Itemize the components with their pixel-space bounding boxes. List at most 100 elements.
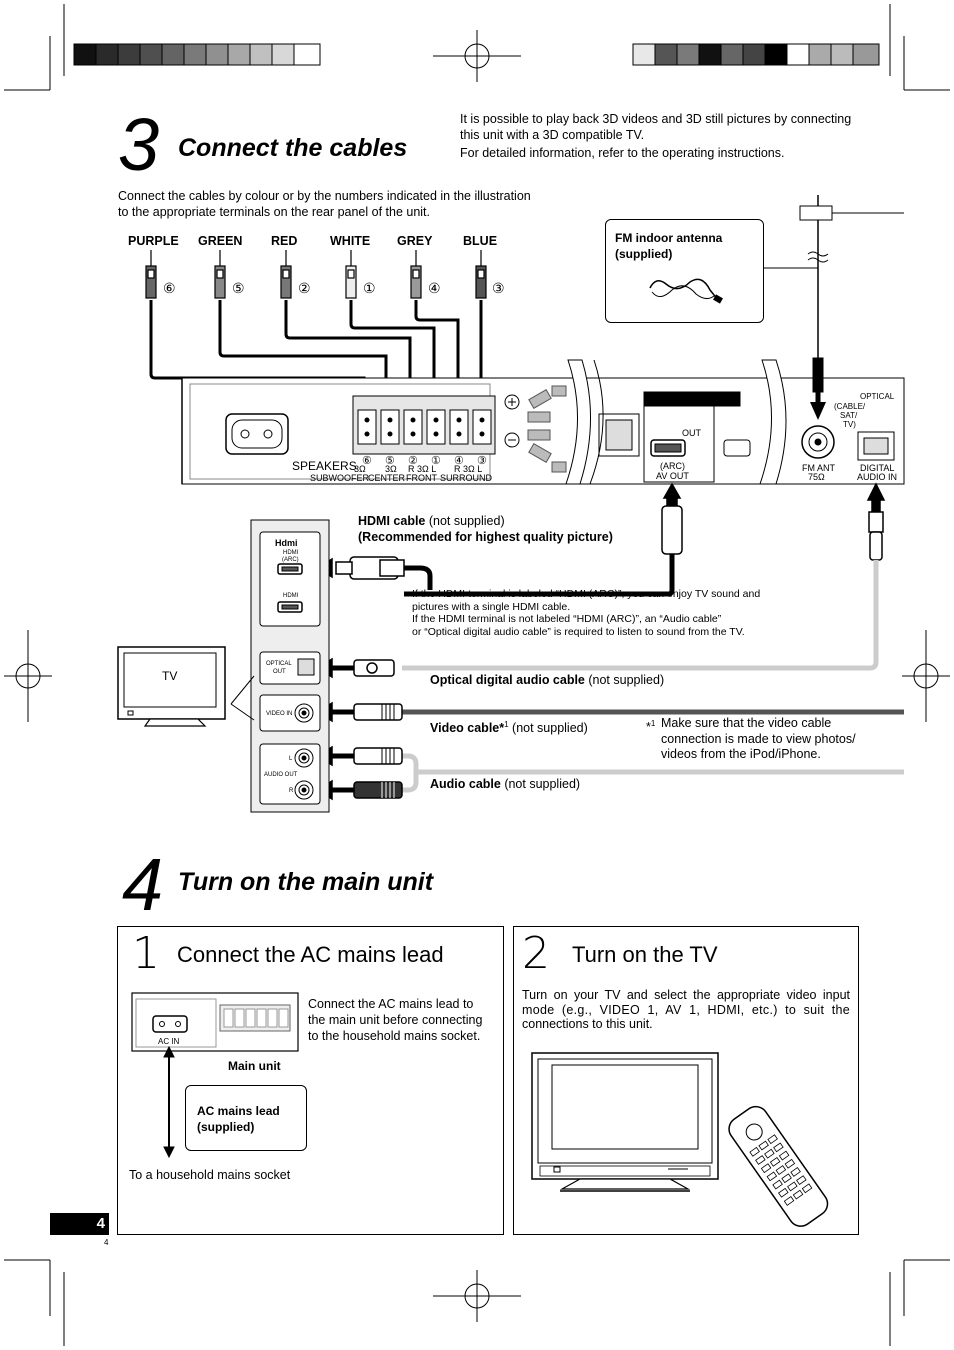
fm-antenna-box: FM indoor antenna (supplied): [605, 219, 764, 323]
cable-label-green: GREEN: [198, 234, 243, 248]
sub1-text-line: to the household mains socket.: [308, 1029, 481, 1043]
cable-number: ③: [492, 280, 505, 296]
hdmi-recommend: (Recommended for highest quality picture…: [358, 530, 613, 544]
sub2-text-line: Turn on your TV and select the appropria…: [522, 988, 850, 1002]
rear-audio-in: AUDIO IN: [857, 472, 897, 482]
tv-r: R: [289, 788, 294, 794]
sub-step-2-title: Turn on the TV: [572, 942, 718, 967]
main-unit-label: Main unit: [228, 1059, 281, 1073]
tv-hdmi-logo: Hdmi: [275, 538, 298, 548]
rear-num: ②: [408, 455, 418, 467]
rear-num: ⑤: [385, 455, 395, 467]
sub1-text-line: the main unit before connecting: [308, 1013, 483, 1027]
speaker-plug-green: [214, 250, 226, 299]
hdmi-info: If the HDMI terminal is labeled “HDMI (A…: [412, 588, 760, 638]
rear-num: ⑥: [362, 455, 372, 467]
rear-surround: SURROUND: [440, 473, 493, 483]
rear-num: ①: [431, 455, 441, 467]
audio-cable-caption: Audio cable (not supplied): [430, 777, 580, 793]
cable-number: ⑥: [163, 280, 176, 296]
sub-step-1-number: 1: [132, 928, 160, 979]
rear-av-out: AV OUT: [656, 471, 689, 481]
rear-num: ④: [454, 455, 464, 467]
step-3-title: Connect the cables: [178, 134, 408, 162]
cable-label-purple: PURPLE: [128, 234, 179, 248]
footnote-mark: *: [646, 720, 651, 735]
video-cable-sup: 1: [504, 720, 509, 729]
tv-and-remote-illustration: [531, 1052, 829, 1227]
tv-hdmi-arc-2: (ARC): [282, 557, 299, 563]
footnote-sup: 1: [650, 719, 656, 728]
ac-in-label: AC IN: [158, 1037, 180, 1046]
cable-label-red: RED: [271, 234, 298, 248]
tv-video-in: VIDEO IN: [266, 711, 292, 717]
sub1-text-line: Connect the AC mains lead to: [308, 997, 474, 1011]
intro-line: Connect the cables by colour or by the n…: [118, 189, 531, 203]
household-socket-label: To a household mains socket: [129, 1168, 291, 1182]
hdmi-info-line: or “Optical digital audio cable” is requ…: [412, 625, 745, 638]
sub-step-2-number: 2: [522, 928, 550, 979]
tv-optical-out-2: OUT: [273, 669, 286, 675]
note-3d-line: this unit with a 3D compatible TV.: [460, 127, 645, 142]
speaker-plug-purple: [145, 250, 157, 299]
rear-tv: TV): [843, 420, 856, 429]
cable-number: ④: [428, 280, 441, 296]
audio-cable-name: Audio cable: [430, 777, 501, 791]
ac-lead-label: AC mains lead (supplied): [197, 1103, 280, 1135]
fm-antenna-wire-icon: [649, 278, 723, 304]
fm-antenna-line: FM indoor antenna: [615, 231, 723, 245]
hdmi-cable-caption: HDMI cable (not supplied): [358, 514, 505, 530]
speaker-plug-red: [280, 250, 292, 299]
intro-line: to the appropriate terminals on the rear…: [118, 204, 430, 219]
fm-antenna-label: FM indoor antenna (supplied): [615, 230, 722, 262]
page-number-small: 4: [104, 1238, 109, 1247]
hdmi-info-line: If the HDMI terminal is not labeled “HDM…: [412, 613, 722, 625]
step-3-number: 3: [118, 103, 160, 186]
speaker-plug-blue: [475, 250, 487, 299]
hdmi-cable-name: HDMI cable: [358, 514, 426, 528]
rear-fm-ohm: 75Ω: [808, 472, 825, 482]
tv-optical-out-1: OPTICAL: [266, 661, 292, 667]
ac-lead-line: AC mains lead: [197, 1104, 280, 1118]
tv-l: L: [289, 756, 293, 762]
audio-cable-note: (not supplied): [500, 777, 581, 791]
hdmi-info-line: pictures with a single HDMI cable.: [412, 600, 571, 613]
footnote-line: connection is made to view photos/: [661, 731, 856, 746]
tv-hdmi: HDMI: [283, 593, 299, 599]
fm-antenna-line: (supplied): [615, 247, 673, 261]
rear-surround-label: R 3Ω L: [454, 464, 482, 474]
rear-out: OUT: [682, 428, 702, 438]
optical-cable-note: (not supplied): [584, 673, 665, 687]
optical-cable-name: Optical digital audio cable: [430, 673, 585, 687]
rear-sat: SAT/: [840, 411, 858, 420]
hdmi-info-line: If the HDMI terminal is labeled “HDMI (A…: [412, 588, 761, 600]
remote-control-icon: [728, 1105, 829, 1227]
sub-step-2-text: Turn on your TV and select the appropria…: [522, 988, 850, 1032]
step-4-number: 4: [122, 843, 164, 926]
rear-arc: (ARC): [660, 461, 685, 471]
rear-front-label: R 3Ω L: [408, 464, 436, 474]
step-3-intro: Connect the cables by colour or by the n…: [118, 189, 558, 220]
video-cable-note: (not supplied): [508, 721, 588, 736]
rear-speakers-label: SPEAKERS: [292, 459, 357, 473]
footnote-text: Make sure that the video cable connectio…: [661, 716, 881, 763]
sub-step-1-text: Connect the AC mains lead to the main un…: [308, 996, 498, 1044]
footnote-line: Make sure that the video cable: [661, 716, 832, 730]
note-3d-line: For detailed information, refer to the o…: [460, 146, 785, 160]
cable-label-white: WHITE: [330, 234, 371, 248]
rear-front: FRONT: [406, 473, 437, 483]
sub2-text-line: mode (e.g., VIDEO 1, AV 1, HDMI, etc.) t…: [522, 1002, 850, 1017]
rear-cable: (CABLE/: [834, 402, 866, 411]
rear-ohm-center: 3Ω: [385, 464, 397, 474]
step-4-title: Turn on the main unit: [178, 868, 434, 896]
rear-subwoofer: SUBWOOFER: [310, 473, 370, 483]
main-unit-rear-panel: [181, 377, 905, 485]
rear-digital: DIGITAL: [860, 463, 894, 473]
rear-center: CENTER: [368, 473, 406, 483]
sub-step-1-title: Connect the AC mains lead: [177, 942, 444, 967]
hdmi-cable-note: (not supplied): [425, 514, 505, 528]
small-tv-label: TV: [162, 669, 177, 683]
ac-lead-box: AC mains lead (supplied): [185, 1085, 307, 1151]
footnote-line: videos from the iPod/iPhone.: [661, 747, 821, 761]
